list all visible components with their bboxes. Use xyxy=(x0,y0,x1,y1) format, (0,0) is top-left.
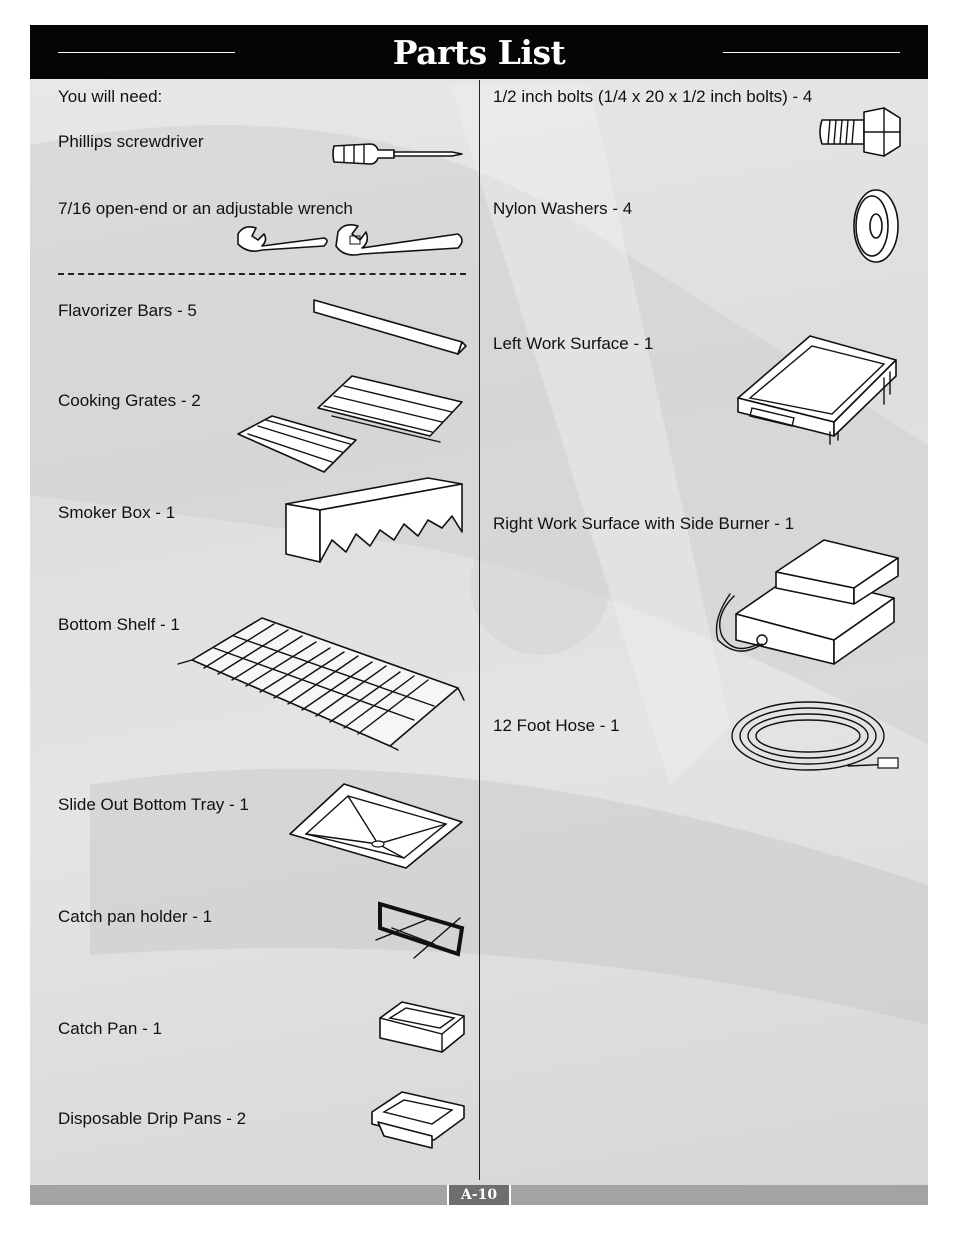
part-label-catch-pan: Catch Pan - 1 xyxy=(58,1019,162,1038)
part-label-bottom-tray: Slide Out Bottom Tray - 1 xyxy=(58,795,249,814)
part-label-left-work-surface: Left Work Surface - 1 xyxy=(493,334,654,353)
tool-label-wrench: 7/16 open-end or an adjustable wrench xyxy=(58,199,353,218)
page-title: Parts List xyxy=(392,33,566,72)
part-label-hose: 12 Foot Hose - 1 xyxy=(493,716,620,735)
part-label-flavorizer-bars: Flavorizer Bars - 5 xyxy=(58,301,197,320)
part-label-catch-pan-holder: Catch pan holder - 1 xyxy=(58,907,213,926)
side-burner-icon xyxy=(715,539,899,665)
bolt-icon xyxy=(819,107,901,157)
bottom-tray-icon xyxy=(289,783,463,869)
part-label-bottom-shelf: Bottom Shelf - 1 xyxy=(58,615,180,634)
screwdriver-icon xyxy=(332,143,463,165)
part-label-cooking-grates: Cooking Grates - 2 xyxy=(58,391,201,410)
flavorizer-bar-icon xyxy=(313,299,467,355)
part-label-bolts: 1/2 inch bolts (1/4 x 20 x 1/2 inch bolt… xyxy=(493,87,813,106)
drip-pan-icon xyxy=(371,1091,465,1149)
left-work-surface-icon xyxy=(737,335,897,445)
wrench-icon xyxy=(237,224,463,256)
part-label-side-burner: Right Work Surface with Side Burner - 1 xyxy=(493,514,795,533)
page-number: A-10 xyxy=(447,1185,511,1205)
part-label-smoker-box: Smoker Box - 1 xyxy=(58,503,176,522)
tool-label-screwdriver: Phillips screwdriver xyxy=(58,132,204,151)
part-label-nylon-washers: Nylon Washers - 4 xyxy=(493,199,633,218)
hose-icon xyxy=(731,701,899,771)
tools-parts-separator xyxy=(58,273,466,275)
catch-pan-icon xyxy=(379,1001,465,1053)
title-rule-left xyxy=(58,52,235,53)
smoker-box-icon xyxy=(285,477,463,563)
cooking-grates-icon xyxy=(237,375,463,473)
title-bar: Parts List xyxy=(30,25,928,79)
bottom-shelf-icon xyxy=(177,617,465,751)
catch-pan-holder-icon xyxy=(375,901,465,959)
part-label-drip-pans: Disposable Drip Pans - 2 xyxy=(58,1109,247,1128)
column-divider xyxy=(479,80,480,1180)
you-will-need-label: You will need: xyxy=(58,87,163,106)
washer-icon xyxy=(853,189,899,263)
title-rule-right xyxy=(723,52,900,53)
